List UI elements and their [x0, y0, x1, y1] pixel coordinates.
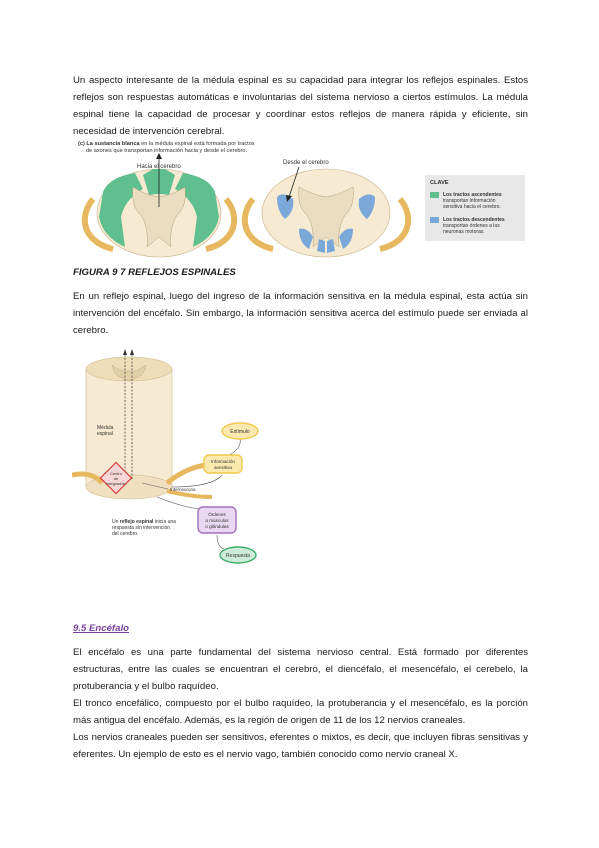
figure-spinal-reflex: Centro de integración Médula espinal Int…	[72, 349, 259, 564]
svg-text:Los tractos ascendentes: Los tractos ascendentes	[443, 192, 502, 198]
response-node: Respuesta	[219, 546, 257, 564]
svg-text:sensitiva hacia el cerebro.: sensitiva hacia el cerebro.	[443, 204, 501, 210]
paragraph-spinal-reflex: En un reflejo espinal, luego del ingreso…	[73, 291, 528, 336]
ascending-tract-right	[175, 173, 219, 247]
svg-text:Estímulo: Estímulo	[230, 429, 250, 435]
stimulus-node: Estímulo	[221, 422, 259, 440]
svg-text:transportan información: transportan información	[443, 198, 496, 204]
figure-white-matter: (c) La sustancia blanca en la médula esp…	[78, 141, 525, 258]
label-toward-brain: Hacia el cerebro	[137, 164, 181, 170]
svg-text:Información: Información	[211, 459, 235, 464]
svg-text:del cerebro.: del cerebro.	[112, 531, 138, 537]
svg-text:de: de	[114, 476, 119, 481]
sensory-info-node: Información sensitiva	[203, 454, 243, 474]
section-heading-encefalo: 9.5 Encéfalo	[73, 623, 129, 634]
integration-center: Centro de integración	[99, 461, 133, 495]
svg-text:a músculos: a músculos	[205, 518, 229, 523]
label-from-brain: Desde el cerebro	[283, 160, 329, 166]
svg-text:sensitiva: sensitiva	[214, 465, 232, 470]
reflex-note: Un reflejo espinal inicia una	[112, 519, 176, 525]
figure1-caption: (c) La sustancia blanca en la médula esp…	[78, 141, 255, 147]
cross-section-descending: Desde el cerebro	[241, 160, 412, 258]
figure1-key: CLAVE Los tractos ascendentes transporta…	[425, 175, 525, 241]
svg-text:integración: integración	[106, 481, 126, 486]
label-spinal-cord: Médula	[97, 425, 114, 431]
paragraph-reflexes-intro: Un aspecto interesante de la médula espi…	[73, 75, 528, 137]
svg-text:Los tractos descendentes: Los tractos descendentes	[443, 217, 505, 223]
svg-text:respuesta sin intervención: respuesta sin intervención	[112, 525, 170, 531]
figure1-caption-line2: de axones que transportan información ha…	[86, 148, 248, 154]
label-spinal-cord-2: espinal	[97, 431, 113, 437]
svg-text:Centro: Centro	[110, 471, 123, 476]
descending-tract-left	[277, 194, 294, 219]
svg-text:o glándulas: o glándulas	[205, 524, 229, 529]
paragraph-encefalo: El encéfalo es una parte fundamental del…	[73, 647, 528, 692]
orders-node: Órdenes a músculos o glándulas	[197, 506, 237, 534]
svg-text:Respuesta: Respuesta	[226, 553, 250, 559]
paragraph-nervios: Los nervios craneales pueden ser sensiti…	[73, 732, 528, 760]
svg-text:Órdenes: Órdenes	[208, 511, 226, 517]
paragraph-tronco: El tronco encefálico, compuesto por el b…	[73, 698, 528, 726]
key-descending-swatch	[430, 217, 439, 223]
label-interneuron: Interneurona	[170, 487, 196, 492]
ascending-tract-left	[99, 173, 143, 247]
figure-caption: FIGURA 9 7 REFLEJOS ESPINALES	[73, 267, 236, 278]
svg-text:transportan órdenes a las: transportan órdenes a las	[443, 223, 500, 229]
key-ascending-swatch	[430, 192, 439, 198]
descending-tract-right	[358, 194, 375, 219]
key-title: CLAVE	[430, 180, 449, 186]
svg-text:neuronas motoras.: neuronas motoras.	[443, 229, 485, 235]
cross-section-ascending: Hacia el cerebro	[81, 153, 238, 258]
